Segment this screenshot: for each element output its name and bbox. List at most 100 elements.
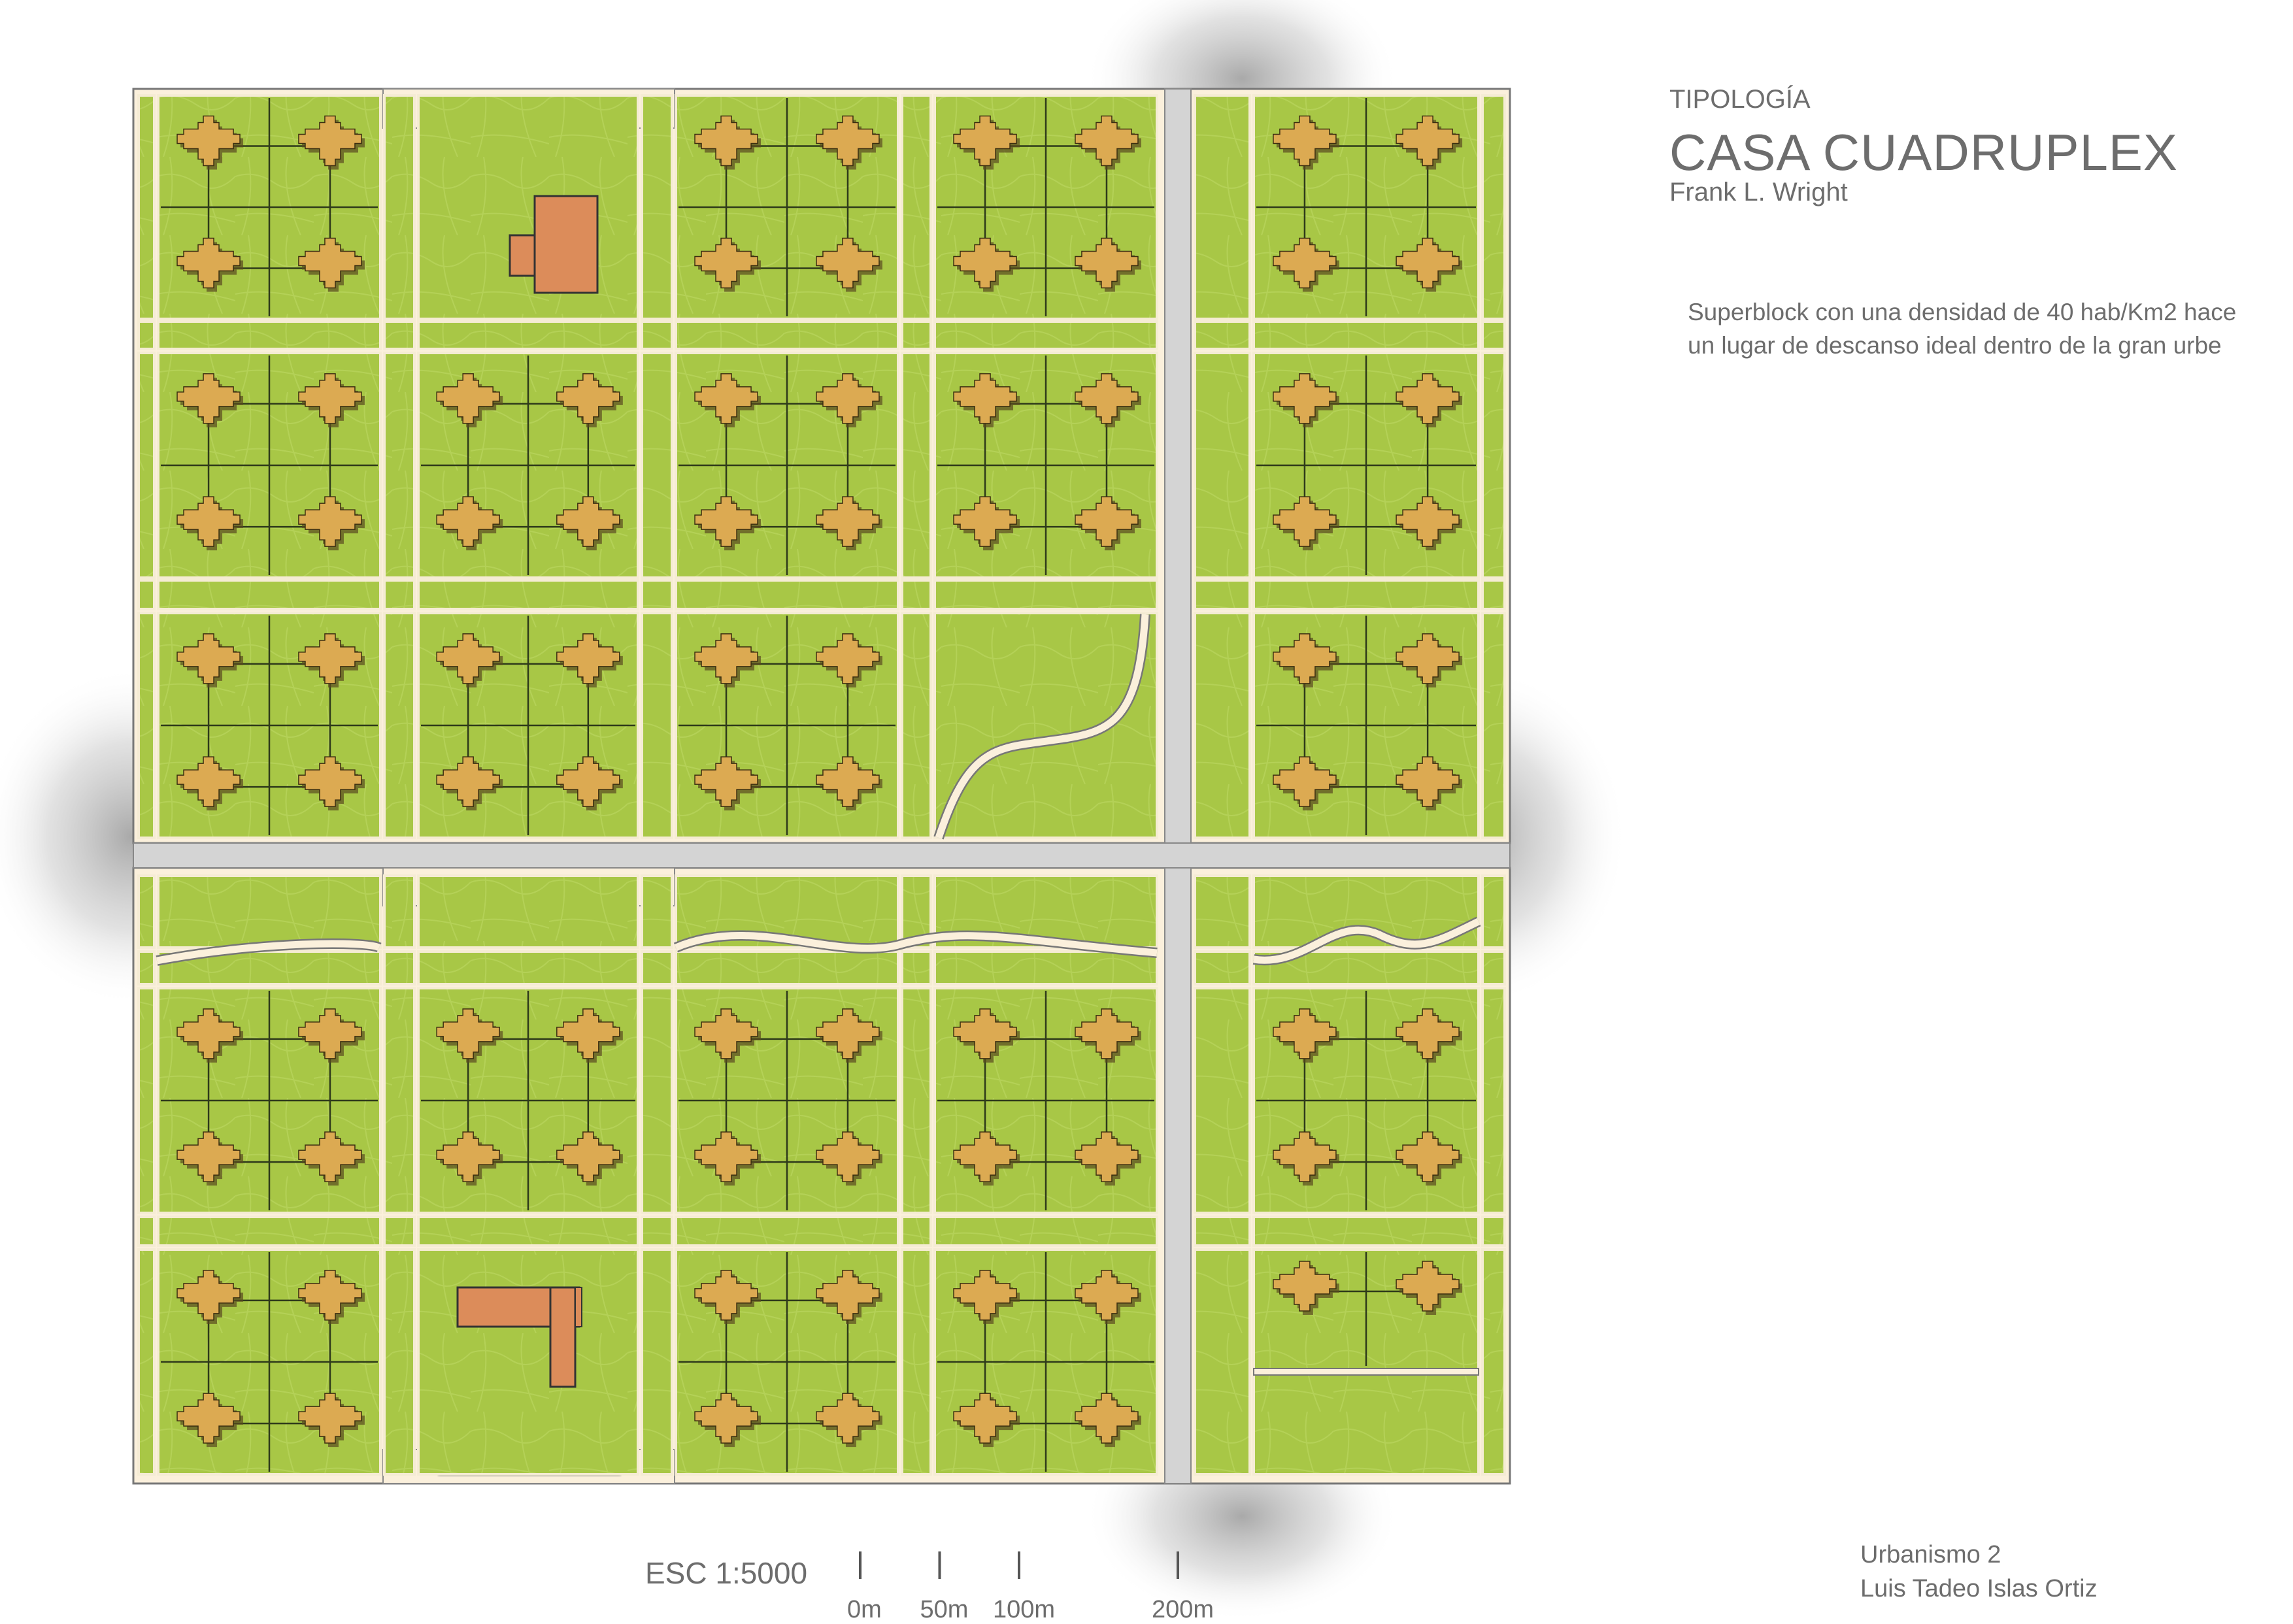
green-strip — [641, 874, 673, 949]
cuadruplex-house — [436, 373, 503, 427]
cuadruplex-house — [176, 496, 244, 551]
green-strip — [417, 950, 639, 986]
project-description: Superblock con una densidad de 40 hab/Km… — [1688, 299, 2237, 359]
house-footprint — [1075, 1008, 1139, 1059]
house-footprint — [1396, 373, 1460, 424]
cuadruplex-house — [953, 1270, 1020, 1324]
green-strip — [1481, 352, 1506, 579]
house-footprint — [1273, 496, 1337, 547]
cuadruplex-house — [1396, 1261, 1463, 1315]
cuadruplex-house — [556, 1008, 623, 1063]
cuadruplex-house — [298, 496, 365, 551]
pedestrian-paths — [156, 614, 1481, 1376]
cuadruplex-house — [176, 115, 244, 170]
green-strip — [1481, 987, 1506, 1214]
house-footprint — [1075, 1131, 1139, 1182]
house-footprint — [436, 496, 500, 547]
community-building — [533, 195, 599, 294]
green-strip — [137, 950, 156, 986]
cuadruplex-house — [953, 373, 1020, 427]
green-strip — [641, 320, 673, 350]
green-strip — [383, 612, 416, 839]
house-footprint — [176, 756, 241, 807]
cuadruplex-house — [1075, 1131, 1141, 1186]
cuadruplex-house — [1273, 756, 1339, 811]
cuadruplex-house — [1273, 237, 1339, 292]
cuadruplex-house — [298, 373, 365, 427]
superblock-cell — [417, 94, 639, 320]
house-footprint — [298, 237, 362, 289]
house-footprint — [1396, 633, 1460, 684]
house-footprint — [953, 237, 1017, 289]
green-strip — [157, 1216, 382, 1247]
green-strip — [675, 950, 899, 986]
green-strip — [383, 320, 416, 350]
house-footprint — [556, 756, 620, 807]
typology-label: TIPOLOGÍA — [1669, 85, 1811, 114]
scale-tick-label: 100m — [993, 1596, 1056, 1623]
green-strip — [1481, 94, 1506, 320]
green-strip — [137, 94, 156, 320]
cuadruplex-house — [1075, 1270, 1141, 1324]
school-building-wing — [549, 1286, 577, 1388]
cuadruplex-house — [298, 115, 365, 170]
house-footprint — [1396, 1131, 1460, 1182]
house-footprint — [694, 633, 758, 684]
green-strip — [1194, 352, 1251, 579]
cuadruplex-house — [694, 115, 762, 170]
house-footprint — [816, 237, 880, 289]
house-footprint — [694, 115, 758, 167]
green-strip — [137, 612, 156, 839]
green-strip — [675, 1216, 899, 1247]
cuadruplex-house — [816, 115, 882, 170]
cuadruplex-house — [298, 756, 365, 811]
house-footprint — [176, 1270, 241, 1321]
green-strip — [137, 987, 156, 1214]
cuadruplex-house — [1396, 237, 1463, 292]
green-strip — [1194, 1248, 1251, 1476]
house-footprint — [1273, 633, 1337, 684]
green-strip — [1481, 579, 1506, 610]
cuadruplex-house — [816, 1131, 882, 1186]
house-footprint — [953, 1131, 1017, 1182]
green-strip — [1194, 874, 1251, 949]
house-footprint — [953, 1393, 1017, 1444]
cuadruplex-house — [816, 373, 882, 427]
house-footprint — [1273, 115, 1337, 167]
cuadruplex-house — [176, 1008, 244, 1063]
green-strip — [137, 579, 156, 610]
scale-bar — [859, 1551, 1179, 1579]
house-footprint — [298, 1008, 362, 1059]
scale-tick-label: 0m — [847, 1596, 882, 1623]
house-footprint — [176, 115, 241, 167]
green-strip — [901, 320, 932, 350]
green-strip — [1194, 1216, 1251, 1247]
house-footprint — [1396, 756, 1460, 807]
house-footprint — [816, 496, 880, 547]
house-footprint — [298, 633, 362, 684]
green-strip — [641, 987, 673, 1214]
community-buildings — [456, 195, 599, 1388]
cuadruplex-house — [176, 1393, 244, 1448]
house-footprint — [436, 373, 500, 424]
cuadruplex-house — [298, 1270, 365, 1324]
house-footprint — [1273, 1008, 1337, 1059]
house-footprint — [1075, 115, 1139, 167]
green-strip — [641, 1216, 673, 1247]
green-strip — [137, 1216, 156, 1247]
green-strip — [933, 320, 1158, 350]
cuadruplex-house — [1075, 115, 1141, 170]
green-strip — [417, 320, 639, 350]
house-footprint — [694, 1131, 758, 1182]
superblock-cell — [933, 612, 1158, 839]
cuadruplex-house — [176, 373, 244, 427]
house-footprint — [953, 1008, 1017, 1059]
green-strip — [933, 1216, 1158, 1247]
green-strip — [383, 352, 416, 579]
cuadruplex-house — [176, 1131, 244, 1186]
house-footprint — [694, 237, 758, 289]
cuadruplex-house — [1396, 496, 1463, 551]
house-footprint — [1273, 1261, 1337, 1312]
cuadruplex-house — [1396, 1008, 1463, 1063]
green-strip — [383, 579, 416, 610]
